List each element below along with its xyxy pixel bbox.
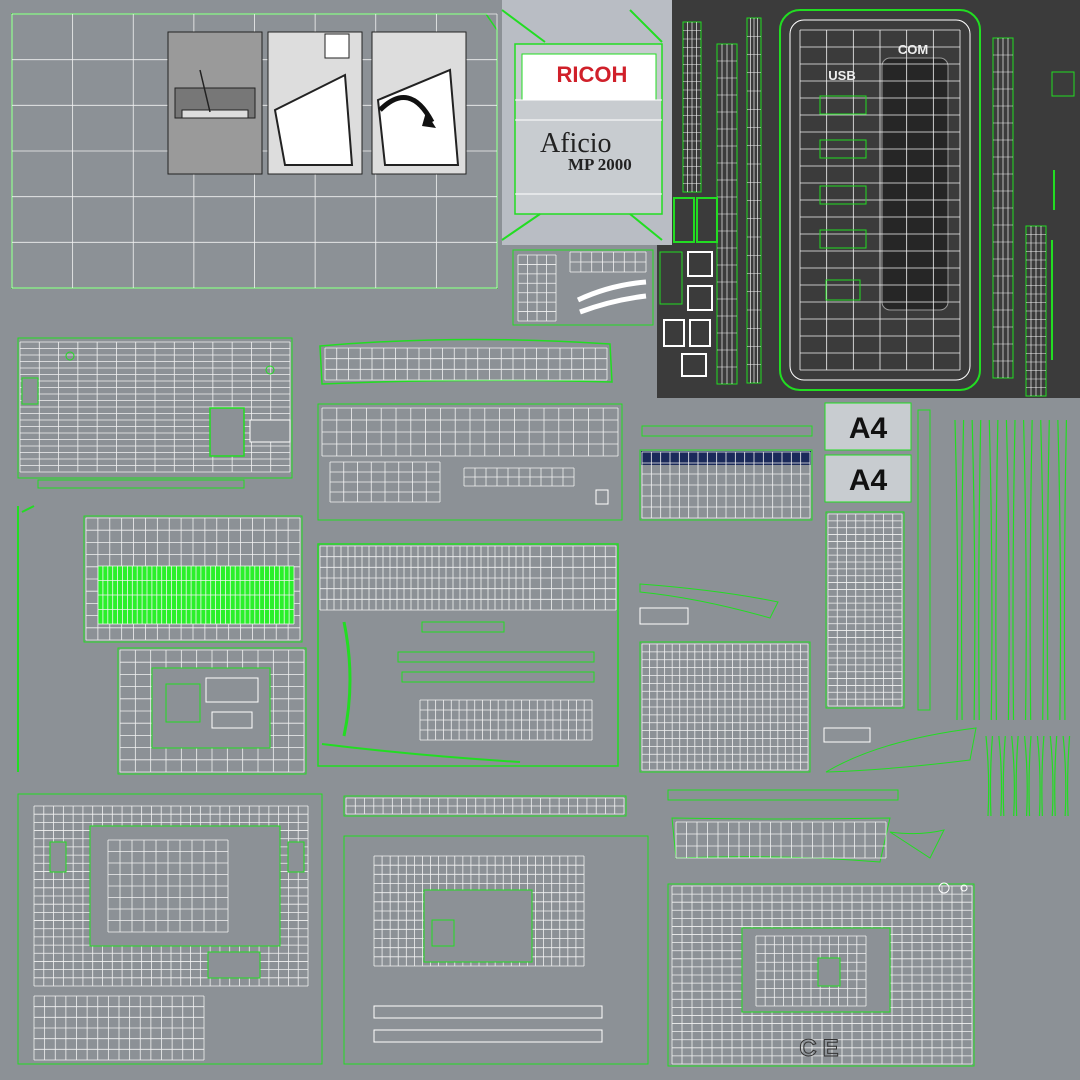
uv-island-bottom-left — [17, 793, 323, 1065]
sliver-edge — [1057, 419, 1062, 721]
instruction-illustrations — [167, 31, 467, 175]
sliver-edge — [1066, 735, 1071, 817]
uv-island-front-cover — [317, 403, 623, 521]
sliver-edge — [988, 419, 993, 721]
sliver-edge — [1029, 419, 1033, 721]
uv-island-small-tray — [512, 249, 654, 326]
ricoh-logo-text: RICOH — [557, 62, 628, 87]
sliver-edge — [1040, 419, 1044, 721]
sliver-edge — [1062, 735, 1067, 817]
paper-size-label-lower: A4 — [849, 464, 888, 497]
sliver-edge — [1023, 735, 1028, 817]
uv-island-vertical-slivers — [954, 419, 1068, 721]
paper-size-labels: A4 A4 — [824, 402, 931, 711]
sliver-edge — [1015, 735, 1019, 817]
sliver-edge — [1028, 735, 1032, 817]
sliver-edge — [989, 735, 994, 817]
uv-island-side-panel — [17, 337, 293, 489]
sliver-edge — [978, 419, 982, 721]
aficio-logo-text: Aficio — [540, 128, 612, 159]
sliver-edge — [971, 419, 976, 721]
sliver-edge — [1011, 735, 1015, 817]
uv-island-control-panel: USB COM — [659, 9, 1075, 397]
usb-port-label: USB — [828, 68, 855, 83]
uv-island-paper-tray-top — [639, 425, 813, 521]
uv-island-brand-badge: RICOH Aficio MP 2000 — [501, 9, 663, 241]
uv-island-side-cover — [639, 511, 977, 773]
uv-island-curved-strip — [319, 338, 613, 385]
sliver-edge — [960, 419, 965, 721]
uv-island-bottom-slivers — [985, 735, 1071, 817]
com-port-label: COM — [898, 42, 928, 57]
sliver-edge — [1036, 735, 1041, 817]
sliver-edge — [1002, 735, 1006, 817]
uv-island-main-body — [317, 543, 619, 767]
model-number-text: MP 2000 — [568, 155, 632, 174]
uv-island-glass-platen — [17, 505, 303, 772]
sliver-edge — [1054, 735, 1058, 817]
uv-island-operation-base — [117, 647, 307, 775]
sliver-edge — [1005, 419, 1010, 721]
ce-mark-text: CE — [799, 1035, 844, 1062]
dark-panel-region — [657, 0, 1080, 398]
sliver-edge — [1012, 419, 1016, 721]
uv-island-bottom-center — [343, 795, 649, 1065]
uv-island-bottom-right: CE — [667, 789, 975, 1067]
sliver-edge — [1046, 419, 1050, 721]
paper-size-label-upper: A4 — [849, 412, 888, 445]
sliver-edge — [1049, 735, 1054, 817]
sliver-edge — [1041, 735, 1045, 817]
sliver-edge — [1063, 419, 1068, 721]
sliver-edge — [1022, 419, 1027, 721]
sliver-edge — [998, 735, 1003, 817]
sliver-edge — [985, 735, 990, 817]
sliver-edge — [954, 419, 959, 721]
sliver-edge — [995, 419, 999, 721]
